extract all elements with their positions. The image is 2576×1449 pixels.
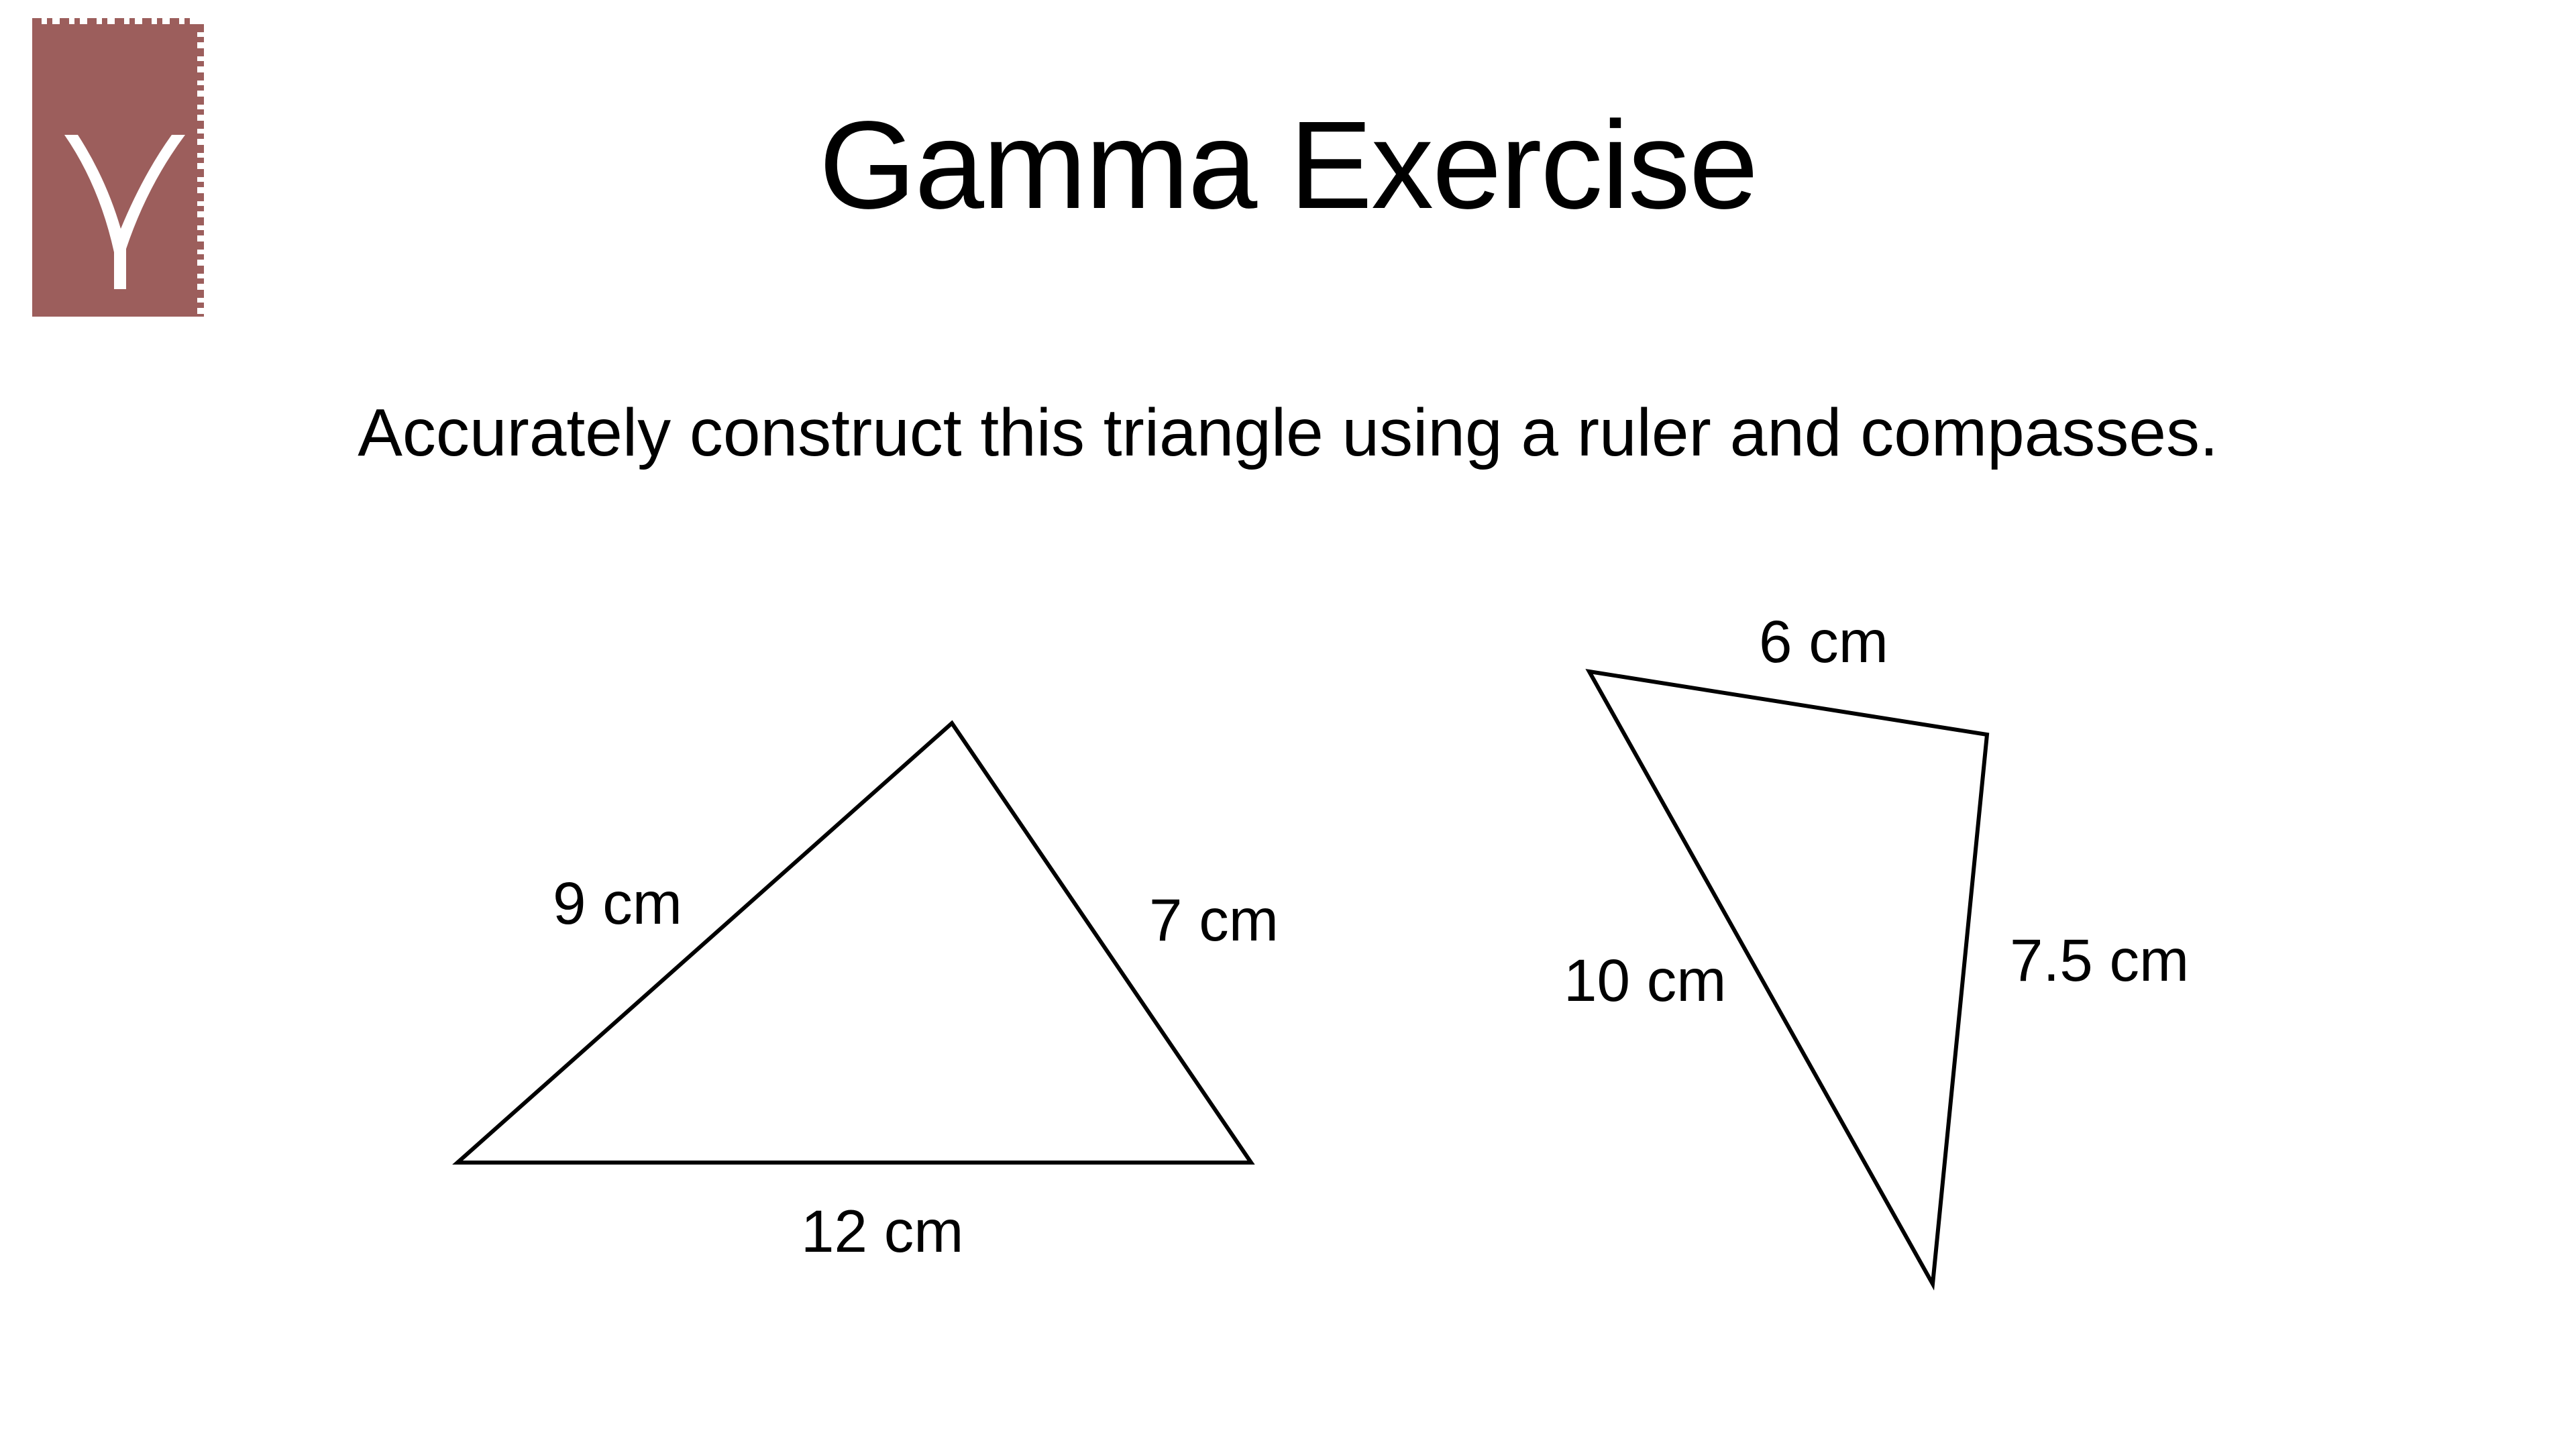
instruction-text: Accurately construct this triangle using… <box>358 395 2218 470</box>
gamma-logo <box>32 18 204 317</box>
triangle-1-right-side-label: 7 cm <box>1149 886 1279 953</box>
triangle-2 <box>1585 669 1990 1291</box>
triangle-2-left-side-label: 10 cm <box>1564 947 1727 1014</box>
gamma-letter-icon <box>64 135 185 289</box>
page-title: Gamma Exercise <box>818 96 1758 235</box>
triangle-1-base-label: 12 cm <box>801 1197 964 1265</box>
triangle-2-right-side-label: 7.5 cm <box>2010 926 2190 994</box>
triangle-1 <box>452 720 1255 1165</box>
triangle-2-top-side-label: 6 cm <box>1759 608 1888 675</box>
triangle-1-left-side-label: 9 cm <box>553 869 682 936</box>
